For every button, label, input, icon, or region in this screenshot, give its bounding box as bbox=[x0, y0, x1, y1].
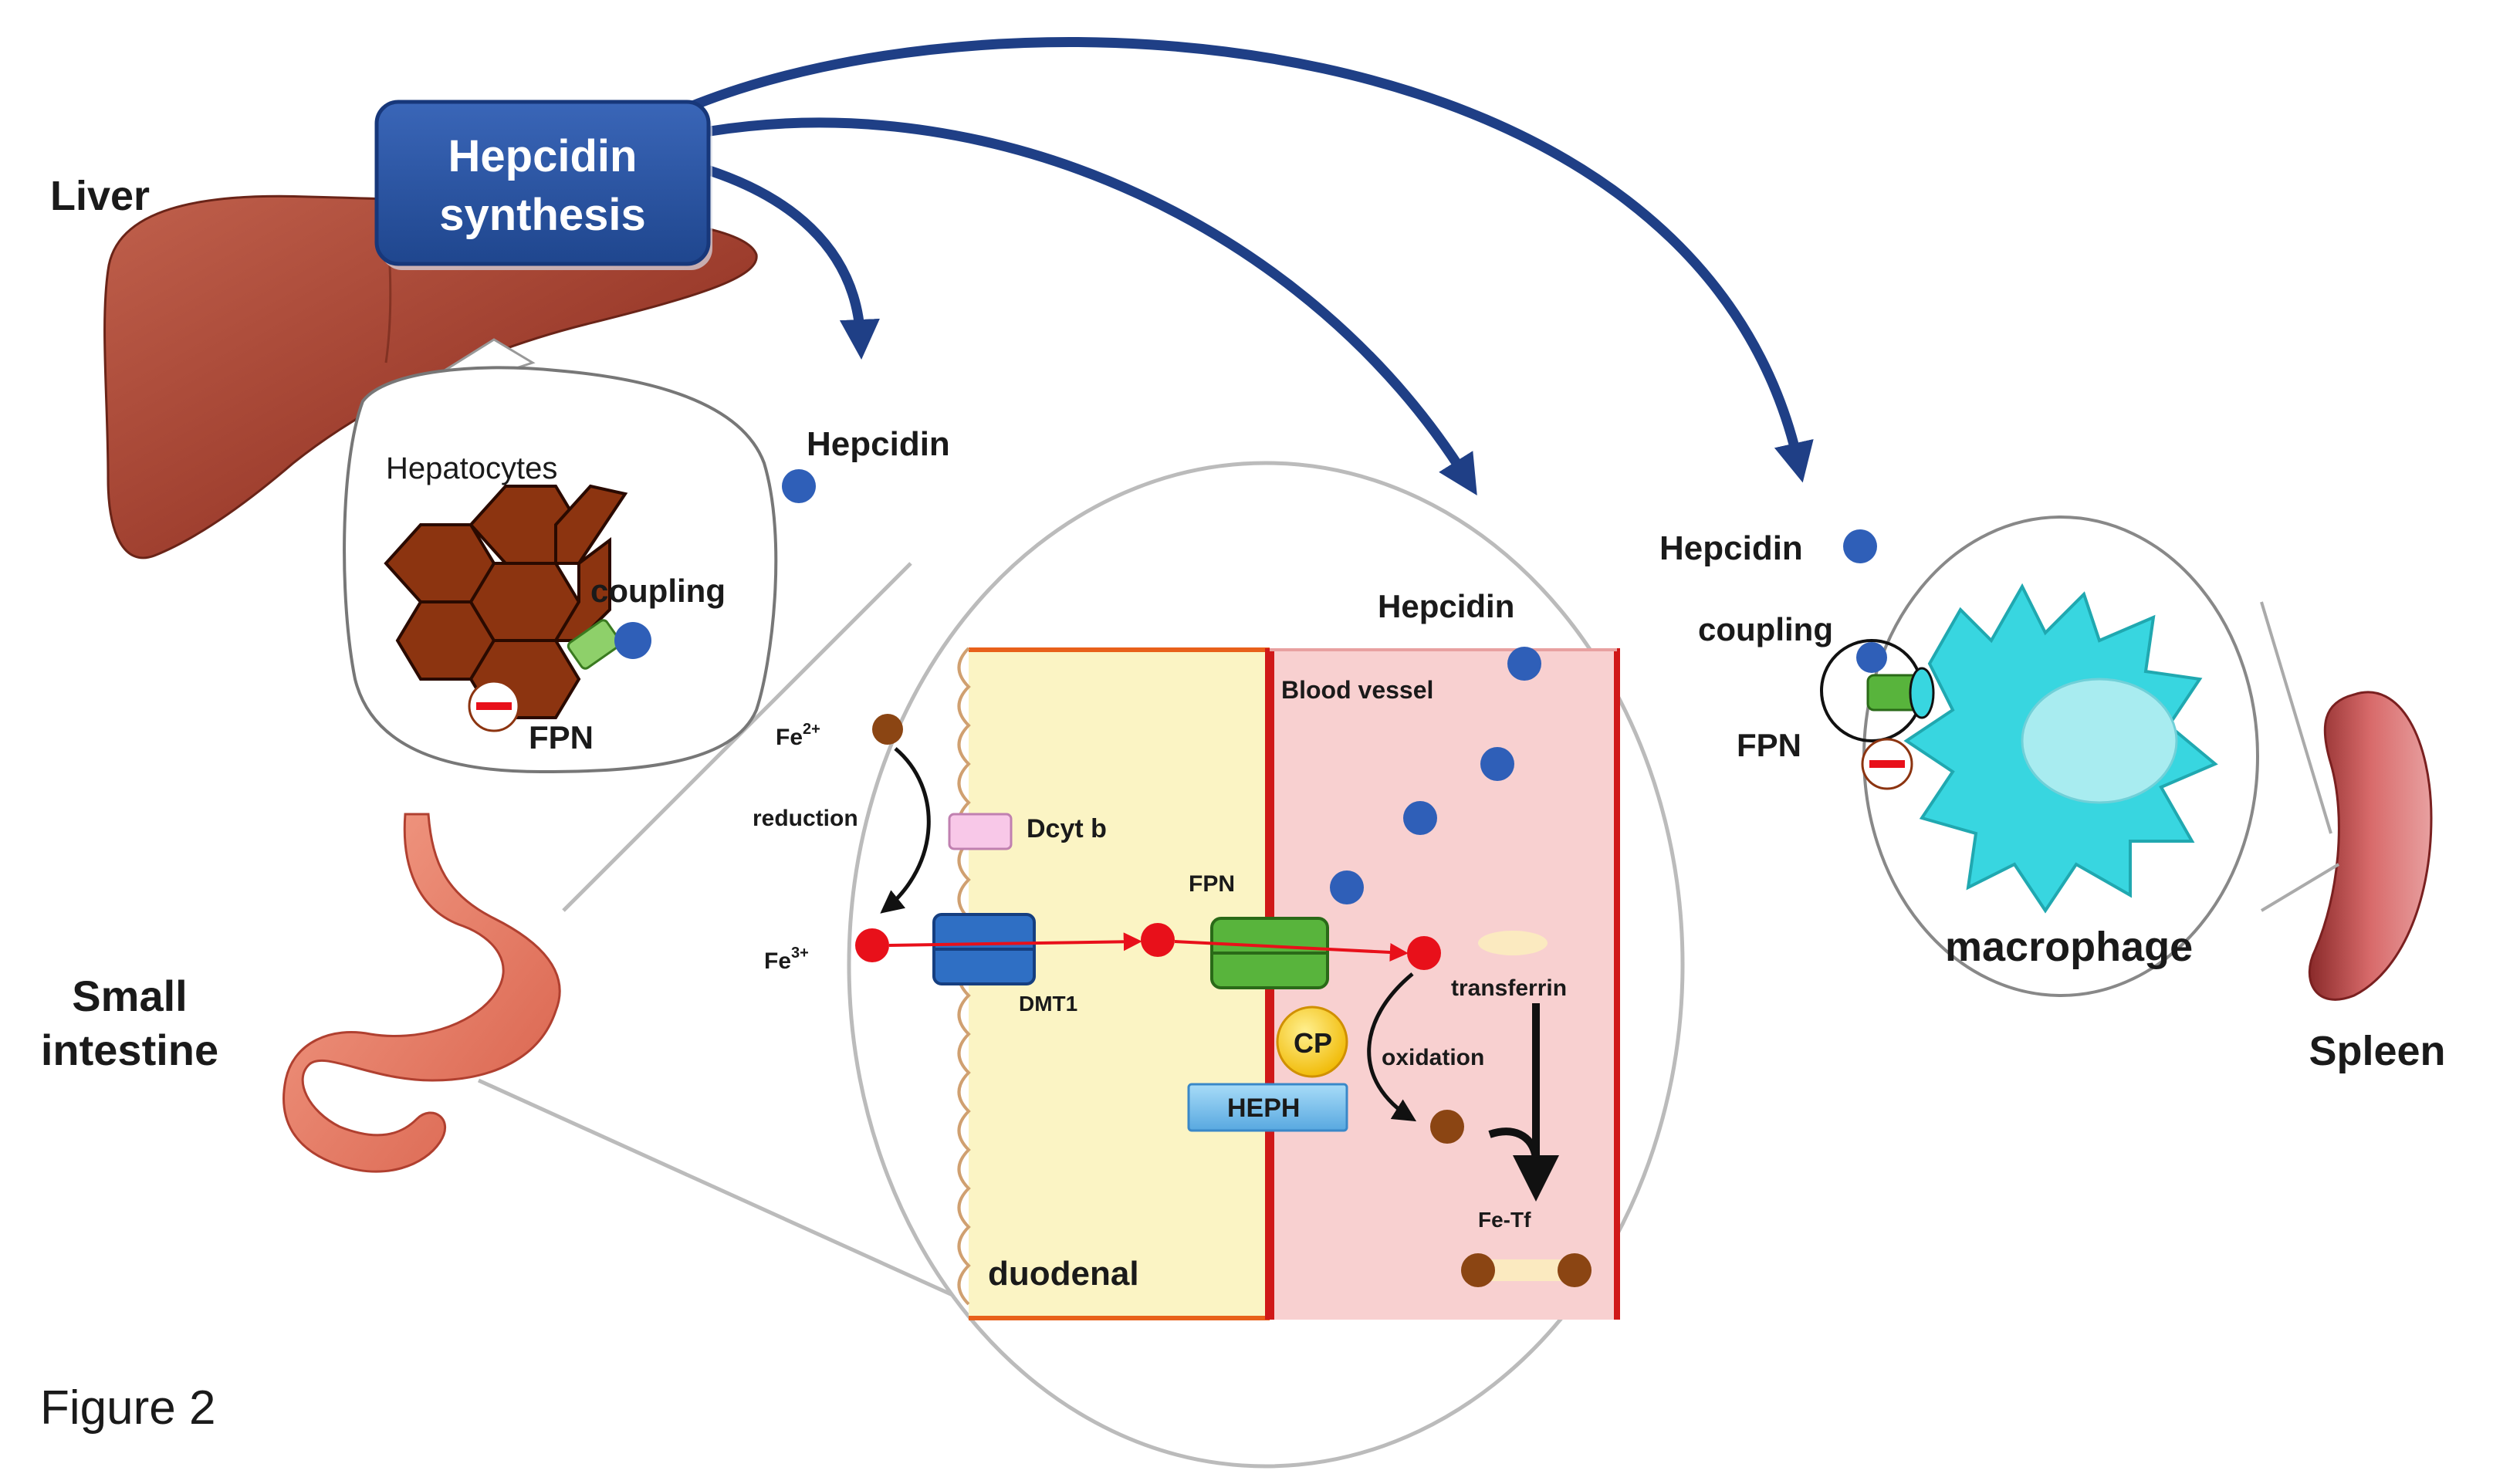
oxidation-arrow bbox=[1367, 972, 1417, 1122]
fe3-dot-cell bbox=[1141, 923, 1175, 957]
cp-label: CP bbox=[1294, 1027, 1332, 1059]
hepcidin-arrows bbox=[682, 37, 1814, 496]
hepcidin-dot-macrophage-coupled bbox=[1856, 642, 1887, 673]
fe2-label: Fe2+ bbox=[776, 721, 820, 750]
iron-transport-arrow-2 bbox=[1174, 940, 1409, 962]
oxidation-label: oxidation bbox=[1382, 1045, 1484, 1070]
fpn-channel-liver bbox=[567, 619, 622, 670]
dcytb-transporter bbox=[948, 813, 1013, 850]
fpn-label-liver: FPN bbox=[529, 719, 594, 756]
dmt1-label: DMT1 bbox=[1019, 992, 1077, 1016]
hepcidin-dot-macrophage bbox=[1843, 529, 1877, 563]
macrophage-inset: coupling FPN macrophage bbox=[1698, 516, 2259, 997]
arrow-to-macrophage bbox=[682, 37, 1814, 483]
stomach-organ bbox=[282, 813, 561, 1173]
figure-caption: Figure 2 bbox=[40, 1381, 215, 1435]
intestine-inset: Blood vessel Hepcidin Fe2+ reduction Dcy… bbox=[753, 461, 1685, 1469]
spleen-label: Spleen bbox=[2309, 1028, 2445, 1074]
transferrin-shape bbox=[1478, 931, 1548, 955]
fe-tf-label: Fe-Tf bbox=[1478, 1208, 1531, 1232]
fpn-label-macrophage: FPN bbox=[1737, 727, 1801, 763]
hepatocytes-label: Hepatocytes bbox=[386, 451, 557, 485]
spleen-callout-lines bbox=[2260, 601, 2340, 912]
hepcidin-box-line1: Hepcidin bbox=[448, 131, 638, 181]
coupling-label-liver: coupling bbox=[590, 573, 726, 609]
iron-transport-arrow-1 bbox=[888, 932, 1142, 952]
fe2-dot-blood bbox=[1430, 1110, 1464, 1144]
heph-enzyme bbox=[1187, 1083, 1348, 1132]
macrophage-label: macrophage bbox=[1945, 924, 2193, 970]
fe3-label: Fe3+ bbox=[764, 945, 809, 974]
dmt1-transporter bbox=[932, 913, 1036, 985]
reduction-arrow bbox=[880, 747, 931, 914]
hepcidin-dot-liver bbox=[614, 622, 651, 659]
hepatocyte-cells bbox=[384, 484, 628, 719]
hepcidin-dots-blood bbox=[1330, 647, 1541, 904]
liver-inset: Hepatocytes coupling FPN bbox=[343, 366, 778, 774]
fe3-dot-blood bbox=[1407, 936, 1441, 970]
liver-label: Liver bbox=[50, 173, 150, 219]
hepcidin-box-line2: synthesis bbox=[439, 190, 646, 240]
duodenal-label: duodenal bbox=[988, 1255, 1139, 1293]
hepcidin-label-free: Hepcidin bbox=[807, 425, 950, 463]
fpn-label-intestine: FPN bbox=[1189, 871, 1235, 897]
transferrin-label: transferrin bbox=[1451, 975, 1567, 1001]
reduction-label: reduction bbox=[753, 806, 858, 831]
hepcidin-dot-free bbox=[782, 469, 816, 503]
spleen-organ bbox=[2308, 691, 2433, 1001]
small-intestine-label-line2: intestine bbox=[41, 1026, 218, 1074]
hepcidin-label-macrophage: Hepcidin bbox=[1659, 529, 1803, 567]
hepcidin-synthesis-box: Hepcidin synthesis bbox=[374, 100, 712, 270]
small-intestine-label-line1: Small bbox=[72, 972, 187, 1020]
fe3-dot bbox=[855, 928, 889, 962]
dcytb-label: Dcyt b bbox=[1027, 814, 1107, 843]
blood-vessel-label: Blood vessel bbox=[1281, 676, 1433, 704]
fe2-dot bbox=[872, 714, 903, 745]
macrophage-nucleus bbox=[2021, 678, 2178, 804]
hepcidin-label-blood: Hepcidin bbox=[1378, 588, 1514, 624]
heph-label: HEPH bbox=[1227, 1094, 1300, 1123]
arrow-to-free-hepcidin bbox=[689, 161, 880, 360]
cp-enzyme bbox=[1276, 1006, 1348, 1078]
fpn-channel-intestine bbox=[1210, 917, 1329, 989]
coupling-label-macrophage: coupling bbox=[1698, 611, 1833, 647]
fe-tf-complex bbox=[1461, 1253, 1592, 1287]
arrow-to-intestine bbox=[705, 117, 1477, 496]
